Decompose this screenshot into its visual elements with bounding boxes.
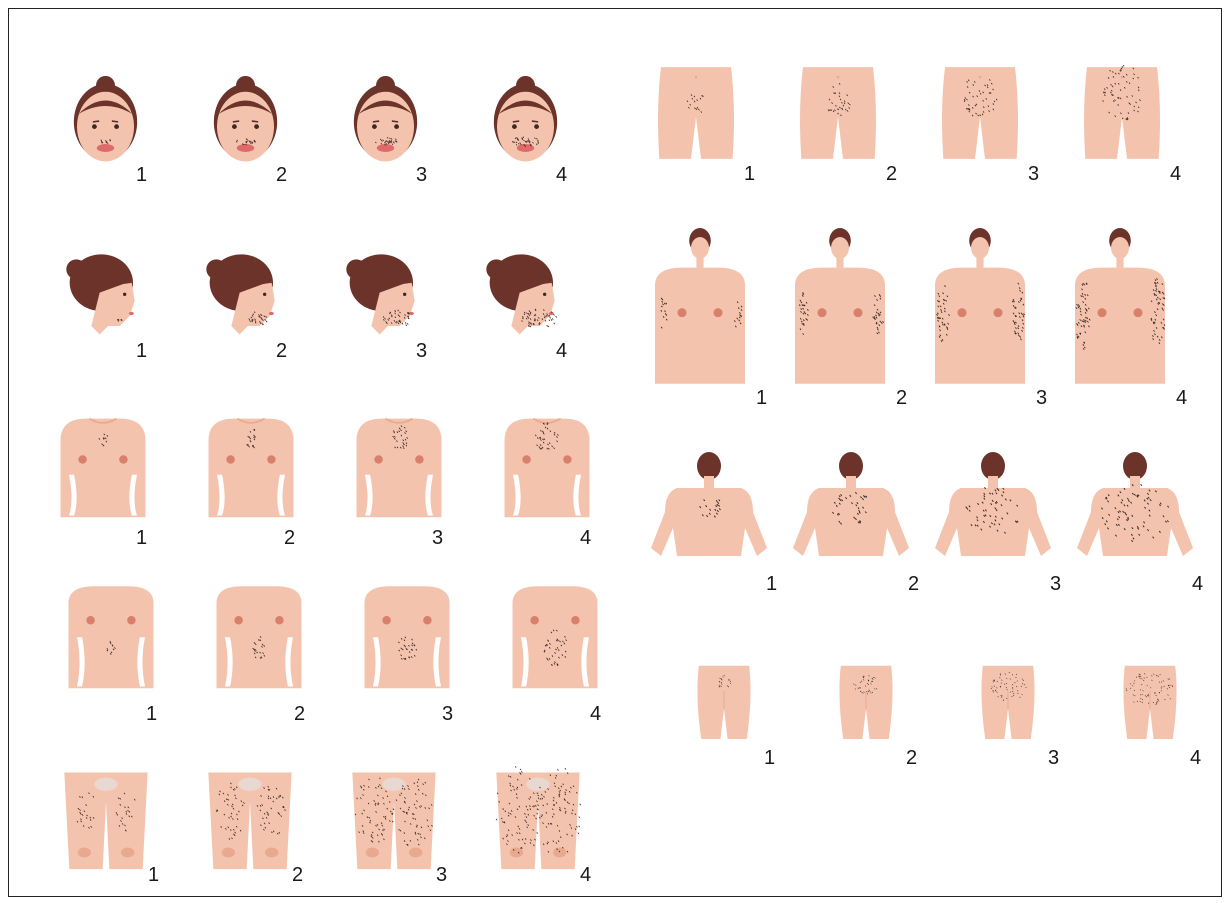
upper-lip-front-grade-2-label: 2 xyxy=(276,165,287,185)
upper-back-grade-1-illustration xyxy=(648,452,770,582)
upper-back-grade-4-illustration xyxy=(1074,452,1196,582)
upper-lip-front-grade-4-illustration xyxy=(478,40,573,180)
lower-abdomen-grade-4-label: 4 xyxy=(1170,164,1181,184)
lower-back-buttocks-grade-4-illustration xyxy=(1114,630,1186,770)
upper-arms-grade-1-illustration xyxy=(646,210,754,400)
lower-back-buttocks-grade-3-illustration xyxy=(972,630,1044,770)
upper-abdomen-grade-4-illustration xyxy=(504,568,606,698)
lower-abdomen-grade-4-illustration xyxy=(1072,48,1172,178)
lower-back-buttocks-grade-2-label: 2 xyxy=(906,748,917,768)
upper-abdomen-grade-1-illustration xyxy=(60,568,162,698)
upper-back-grade-3-label: 3 xyxy=(1050,574,1061,594)
chin-profile-grade-2-illustration xyxy=(198,226,298,351)
thighs-grade-2-illustration xyxy=(200,745,300,885)
upper-abdomen-grade-2-illustration xyxy=(208,568,310,698)
upper-arms-grade-4-label: 4 xyxy=(1176,388,1187,408)
thighs-grade-4-illustration xyxy=(488,745,588,885)
upper-arms-grade-3-label: 3 xyxy=(1036,388,1047,408)
upper-abdomen-grade-3-illustration xyxy=(356,568,458,698)
chin-profile-grade-4-illustration xyxy=(478,226,578,351)
lower-back-buttocks-grade-4-label: 4 xyxy=(1190,748,1201,768)
chest-grade-1-label: 1 xyxy=(136,528,147,548)
upper-back-grade-4-label: 4 xyxy=(1192,574,1203,594)
chin-profile-grade-2-label: 2 xyxy=(276,341,287,361)
upper-abdomen-grade-2-label: 2 xyxy=(294,704,305,724)
thighs-grade-4-label: 4 xyxy=(580,865,591,885)
chin-profile-grade-1-label: 1 xyxy=(136,341,147,361)
upper-back-grade-2-label: 2 xyxy=(908,574,919,594)
chest-grade-2-label: 2 xyxy=(284,528,295,548)
chin-profile-grade-3-label: 3 xyxy=(416,341,427,361)
upper-lip-front-grade-3-label: 3 xyxy=(416,165,427,185)
thighs-grade-2-label: 2 xyxy=(292,865,303,885)
chin-profile-grade-1-illustration xyxy=(58,226,158,351)
lower-back-buttocks-grade-1-label: 1 xyxy=(764,748,775,768)
upper-abdomen-grade-1-label: 1 xyxy=(146,704,157,724)
chin-profile-grade-3-illustration xyxy=(338,226,438,351)
chin-profile-grade-4-label: 4 xyxy=(556,341,567,361)
lower-abdomen-grade-3-label: 3 xyxy=(1028,164,1039,184)
upper-lip-front-grade-1-label: 1 xyxy=(136,165,147,185)
thighs-grade-3-label: 3 xyxy=(436,865,447,885)
upper-lip-front-grade-4-label: 4 xyxy=(556,165,567,185)
upper-lip-front-grade-3-illustration xyxy=(338,40,433,180)
chest-grade-4-label: 4 xyxy=(580,528,591,548)
upper-back-grade-1-label: 1 xyxy=(766,574,777,594)
chest-grade-1-illustration xyxy=(52,392,154,532)
upper-arms-grade-3-illustration xyxy=(926,210,1034,400)
thighs-grade-1-label: 1 xyxy=(148,865,159,885)
lower-abdomen-grade-1-illustration xyxy=(646,48,746,178)
upper-back-grade-2-illustration xyxy=(790,452,912,582)
upper-arms-grade-2-label: 2 xyxy=(896,388,907,408)
upper-abdomen-grade-4-label: 4 xyxy=(590,704,601,724)
chest-grade-3-label: 3 xyxy=(432,528,443,548)
lower-abdomen-grade-2-label: 2 xyxy=(886,164,897,184)
lower-back-buttocks-grade-1-illustration xyxy=(688,630,760,770)
upper-arms-grade-1-label: 1 xyxy=(756,388,767,408)
lower-abdomen-grade-3-illustration xyxy=(930,48,1030,178)
lower-back-buttocks-grade-2-illustration xyxy=(830,630,902,770)
thighs-grade-1-illustration xyxy=(56,745,156,885)
lower-abdomen-grade-2-illustration xyxy=(788,48,888,178)
upper-abdomen-grade-3-label: 3 xyxy=(442,704,453,724)
upper-lip-front-grade-1-illustration xyxy=(58,40,153,180)
chest-grade-4-illustration xyxy=(496,392,598,532)
upper-lip-front-grade-2-illustration xyxy=(198,40,293,180)
upper-arms-grade-4-illustration xyxy=(1066,210,1174,400)
chest-grade-2-illustration xyxy=(200,392,302,532)
thighs-grade-3-illustration xyxy=(344,745,444,885)
lower-back-buttocks-grade-3-label: 3 xyxy=(1048,748,1059,768)
upper-arms-grade-2-illustration xyxy=(786,210,894,400)
chest-grade-3-illustration xyxy=(348,392,450,532)
upper-back-grade-3-illustration xyxy=(932,452,1054,582)
lower-abdomen-grade-1-label: 1 xyxy=(744,164,755,184)
